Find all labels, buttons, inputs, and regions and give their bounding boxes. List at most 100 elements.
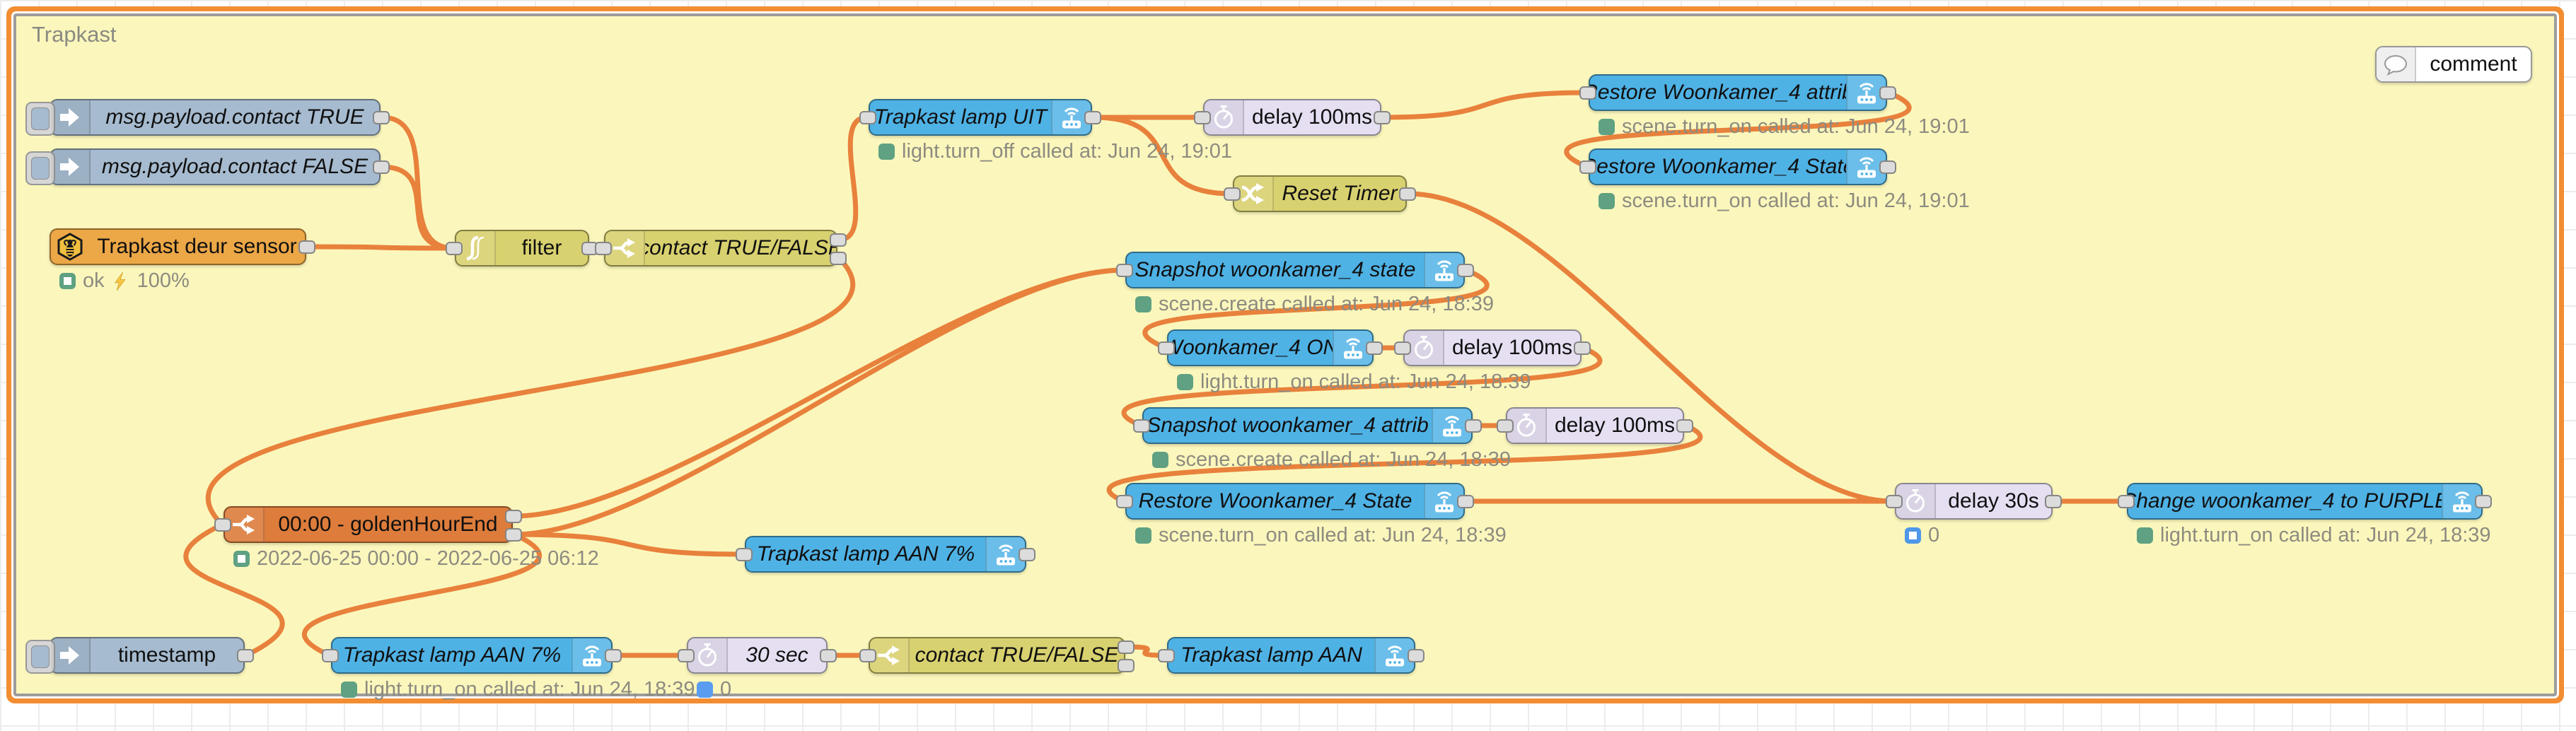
input-port[interactable] (1158, 649, 1175, 662)
node-lamp_aan[interactable]: Trapkast lamp AAN (1158, 637, 1425, 674)
node-delay100_b[interactable]: delay 100ms (1394, 329, 1591, 366)
output-port-0[interactable] (820, 649, 837, 662)
input-port[interactable] (1133, 419, 1150, 433)
node-status-restore_state_a: scene.turn_on called at: Jun 24, 19:01 (1599, 189, 1970, 213)
node-snapshot_attrib[interactable]: Snapshot woonkamer_4 attrib (1133, 407, 1482, 444)
node-lamp_aan7_bot[interactable]: Trapkast lamp AAN 7% (322, 637, 622, 674)
input-port[interactable] (2118, 495, 2135, 508)
input-port[interactable] (736, 548, 753, 561)
output-port-0[interactable] (237, 649, 254, 662)
ha-icon (1424, 484, 1463, 518)
node-filter[interactable]: filter (446, 230, 598, 267)
ha-icon (1432, 409, 1471, 443)
wire-contact_top-to-goldenhour[interactable] (205, 255, 856, 527)
node-change_purple[interactable]: Change woonkamer_4 to PURPLE (2118, 483, 2492, 520)
node-inject_false[interactable]: msg.payload.contact FALSE (25, 148, 390, 185)
node-restore_attrib[interactable]: Restore Woonkamer_4 attrib (1579, 74, 1896, 111)
input-port[interactable] (1158, 341, 1175, 355)
stopwatch-icon (688, 638, 728, 672)
wire-restore_attrib-to-restore_state_a[interactable] (1564, 90, 1912, 170)
wire-goldenhour-to-lamp_aan7_mid[interactable] (511, 532, 746, 557)
output-port-0[interactable] (1408, 649, 1425, 662)
input-port[interactable] (1886, 495, 1903, 508)
output-port-0[interactable] (373, 160, 390, 174)
output-port-0[interactable] (1019, 548, 1035, 561)
inject-button[interactable] (25, 151, 55, 185)
input-port[interactable] (1394, 341, 1411, 355)
inject-button[interactable] (25, 102, 55, 136)
wire-sensor-to-filter[interactable] (305, 244, 456, 251)
output-port-0[interactable] (1676, 419, 1693, 433)
wire-snapshot_state-to-w4_on[interactable] (1142, 267, 1490, 351)
wire-delay100_b-to-snapshot_attrib[interactable] (1121, 345, 1603, 428)
output-port-0[interactable] (1366, 341, 1383, 355)
output-port-0[interactable] (1879, 86, 1896, 100)
output-port-0[interactable] (2475, 495, 2492, 508)
input-port[interactable] (1497, 419, 1514, 433)
node-delay30sec[interactable]: 30 sec (678, 637, 837, 674)
output-port-0[interactable] (1574, 341, 1591, 355)
node-delay100_c[interactable]: delay 100ms (1497, 407, 1693, 444)
node-lamp_uit[interactable]: Trapkast lamp UIT (859, 99, 1101, 136)
wire-inject_false-to-filter[interactable] (379, 164, 456, 251)
output-port-0[interactable] (1118, 641, 1135, 654)
input-port[interactable] (1116, 264, 1133, 277)
wire-goldenhour-to-lamp_aan7_bot[interactable] (302, 532, 542, 658)
output-port-0[interactable] (2045, 495, 2062, 508)
output-port-0[interactable] (298, 240, 315, 254)
node-reset_timer[interactable]: Reset Timer (1224, 175, 1416, 212)
wire-goldenhour-to-snapshot_state[interactable] (511, 267, 1127, 537)
input-port[interactable] (214, 518, 231, 532)
output-port-1[interactable] (830, 252, 847, 265)
wire-lamp_uit-to-reset_timer[interactable] (1091, 115, 1234, 197)
output-port-0[interactable] (1457, 264, 1474, 277)
output-port-0[interactable] (830, 233, 847, 247)
output-port-0[interactable] (1879, 160, 1896, 174)
output-port-1[interactable] (505, 528, 522, 542)
wire-delay100_a-to-restore_attrib[interactable] (1380, 90, 1590, 120)
node-goldenhour[interactable]: 00:00 - goldenHourEnd (214, 506, 522, 543)
input-port[interactable] (1194, 111, 1211, 124)
node-label: Reset Timer (1282, 182, 1398, 205)
wire-contact_bot-to-lamp_aan[interactable] (1124, 644, 1168, 658)
input-port[interactable] (1579, 86, 1596, 100)
input-port[interactable] (595, 242, 612, 255)
node-lamp_aan7_mid[interactable]: Trapkast lamp AAN 7% (736, 536, 1035, 573)
node-delay100_a[interactable]: delay 100ms (1194, 99, 1391, 136)
wire-timestamp-to-goldenhour[interactable] (183, 522, 285, 658)
node-sensor[interactable]: Trapkast deur sensor (50, 228, 315, 265)
output-port-0[interactable] (605, 649, 622, 662)
input-port[interactable] (446, 242, 463, 255)
node-delay30s[interactable]: delay 30s (1886, 483, 2062, 520)
node-comment[interactable]: comment (2375, 46, 2532, 83)
input-port[interactable] (322, 649, 339, 662)
output-port-1[interactable] (1118, 659, 1135, 672)
node-contact_bot[interactable]: contact TRUE/FALSE (859, 637, 1135, 674)
input-port[interactable] (1579, 160, 1596, 174)
wire-contact_top-to-lamp_uit[interactable] (836, 115, 870, 242)
input-port[interactable] (1224, 187, 1241, 201)
output-port-0[interactable] (1399, 187, 1416, 201)
node-inject_true[interactable]: msg.payload.contact TRUE (25, 99, 390, 136)
input-port[interactable] (859, 111, 876, 124)
node-w4_on[interactable]: Woonkamer_4 ON (1158, 329, 1383, 366)
node-timestamp[interactable]: timestamp (25, 637, 254, 674)
wire-reset_timer-to-delay30s[interactable] (1405, 191, 1896, 504)
node-restore_state_a[interactable]: Restore Woonkamer_4 State (1579, 148, 1896, 185)
wire-delay100_c-to-restore_state_mid[interactable] (1106, 423, 1703, 504)
node-contact_top[interactable]: contact TRUE/FALSE (595, 230, 847, 267)
node-status-snapshot_state: scene.create called at: Jun 24, 18:39 (1135, 293, 1494, 316)
input-port[interactable] (859, 649, 876, 662)
output-port-0[interactable] (1457, 495, 1474, 508)
output-port-0[interactable] (1465, 419, 1482, 433)
output-port-0[interactable] (505, 510, 522, 523)
node-label: Woonkamer_4 ON (1168, 336, 1333, 359)
node-restore_state_mid[interactable]: Restore Woonkamer_4 State (1116, 483, 1474, 520)
output-port-0[interactable] (1374, 111, 1391, 124)
input-port[interactable] (678, 649, 695, 662)
input-port[interactable] (1116, 495, 1133, 508)
output-port-0[interactable] (373, 111, 390, 124)
node-snapshot_state[interactable]: Snapshot woonkamer_4 state (1116, 252, 1474, 288)
output-port-0[interactable] (1084, 111, 1101, 124)
inject-button[interactable] (25, 640, 55, 674)
